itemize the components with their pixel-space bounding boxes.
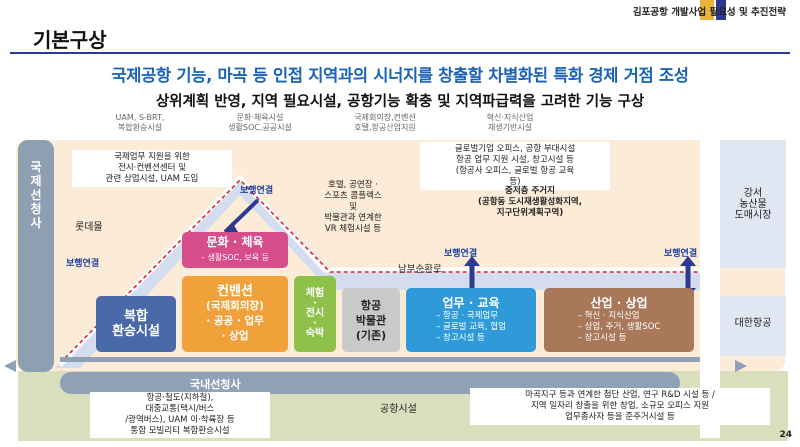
accent-stripe bbox=[716, 0, 726, 20]
culture-box: 문화 · 체육 – 생활SOC, 보육 등 bbox=[182, 232, 288, 268]
boundary-dashed bbox=[63, 178, 716, 359]
lotte-label: 롯데몰 bbox=[75, 222, 103, 233]
industry-note: 마곡지구 등과 연계한 첨단 산업, 연구 R&D 시설 등 / 지역 일자리 … bbox=[470, 388, 770, 425]
transfer-center-box: 복합 환승시설 bbox=[96, 296, 176, 352]
business-list: – 항공 · 국제업무 – 글로벌 교육, 협업 – 창고시설 등 bbox=[436, 311, 506, 343]
culture-sub: – 생활SOC, 보육 등 bbox=[201, 253, 269, 262]
international-terminal-bar bbox=[18, 140, 54, 372]
international-terminal-label: 국 제 선 청 사 bbox=[30, 160, 42, 230]
page-title: 기본구상 bbox=[33, 28, 107, 52]
culture-title: 문화 · 체육 bbox=[206, 235, 264, 249]
industry-list: – 혁신 · 지식산업 – 상업, 주거, 생활SOC – 창고시설 등 bbox=[577, 311, 661, 343]
top-bar bbox=[0, 0, 800, 18]
divider bbox=[10, 52, 790, 54]
business-title: 업무 · 교육 bbox=[442, 296, 500, 310]
arrow-right-shape bbox=[735, 360, 747, 372]
right-column-top bbox=[720, 140, 786, 268]
convention-title: 컨벤션 bbox=[217, 284, 253, 299]
intl-note: 국제업무 지원을 위한 전시·컨벤션센터 및 관련 상업시설, UAM 도입 bbox=[72, 150, 232, 187]
hotel-note: 호텔, 공연장 · 스포츠 콤플렉스 및 박물관과 연계한 VR 체험시설 등 bbox=[324, 180, 382, 234]
walk-label-4: 보행연결 bbox=[664, 249, 698, 259]
domestic-terminal-label: 국내선청사 bbox=[190, 378, 241, 391]
walk-label-1: 보행연결 bbox=[240, 186, 274, 196]
residential-note: 중저층 주거지 (공항동 도시재생활성화지역, 지구단위계획구역) bbox=[478, 186, 582, 218]
walk-label-3: 보행연결 bbox=[444, 249, 478, 259]
right-column-mid bbox=[720, 296, 786, 356]
gap-column bbox=[700, 138, 720, 438]
caption-convention: 국제회의장,컨벤션 호텔,항공산업지원 bbox=[354, 113, 416, 132]
accent-stripe bbox=[700, 0, 714, 20]
transfer-note: 항공·철도(지하철), 대중교통(택시/버스 /광역버스), UAM 이·착륙장… bbox=[90, 392, 270, 438]
caption-industry: 혁신·지식산업 재생기반시설 bbox=[486, 113, 534, 132]
south-road-label: 남부순환로 bbox=[398, 264, 442, 275]
top-note: 글로벌기업 오피스, 공항 부대시설 항공 업무 지원 시설, 창고시설 등 (… bbox=[420, 142, 610, 190]
convention-box: 컨벤션 (국제회의장) · 공공 · 업무 · 상업 bbox=[182, 276, 288, 352]
headline: 국제공항 기능, 마곡 등 인접 지역과의 시너지를 창출할 차별화된 특화 경… bbox=[111, 66, 689, 85]
arrow-left-shape bbox=[4, 360, 16, 372]
market-label: 강서 농산물 도매시장 bbox=[734, 188, 772, 221]
walk-label-2: 보행연결 bbox=[66, 259, 100, 269]
convention-sub: (국제회의장) · 공공 · 업무 · 상업 bbox=[206, 300, 264, 342]
airport-facility-label: 공항시설 bbox=[380, 404, 417, 415]
subheadline: 상위계획 반영, 지역 필요시설, 공항기능 확충 및 지역파급력을 고려한 기… bbox=[155, 94, 645, 110]
experience-box: 체험 · 전시 · 숙박 bbox=[294, 276, 336, 352]
base-line bbox=[60, 357, 720, 362]
industry-box: 산업 · 상업 – 혁신 · 지식산업 – 상업, 주거, 생활SOC – 창고… bbox=[544, 288, 694, 352]
page-number: 24 bbox=[779, 430, 792, 440]
korean-air-label: 대한항공 bbox=[734, 318, 772, 329]
header-title: 김포공항 개발사업 필요성 및 추진전략 bbox=[632, 7, 786, 18]
caption-culture: 문화·체육시설 생활SOC,공공시설 bbox=[228, 113, 292, 132]
industry-title: 산업 · 상업 bbox=[590, 296, 648, 310]
business-box: 업무 · 교육 – 항공 · 국제업무 – 글로벌 교육, 협업 – 창고시설 … bbox=[406, 288, 536, 352]
museum-box: 항공 박물관 (기존) bbox=[342, 288, 400, 352]
caption-transit: UAM, S-BRT, 복합환승시설 bbox=[115, 113, 165, 132]
